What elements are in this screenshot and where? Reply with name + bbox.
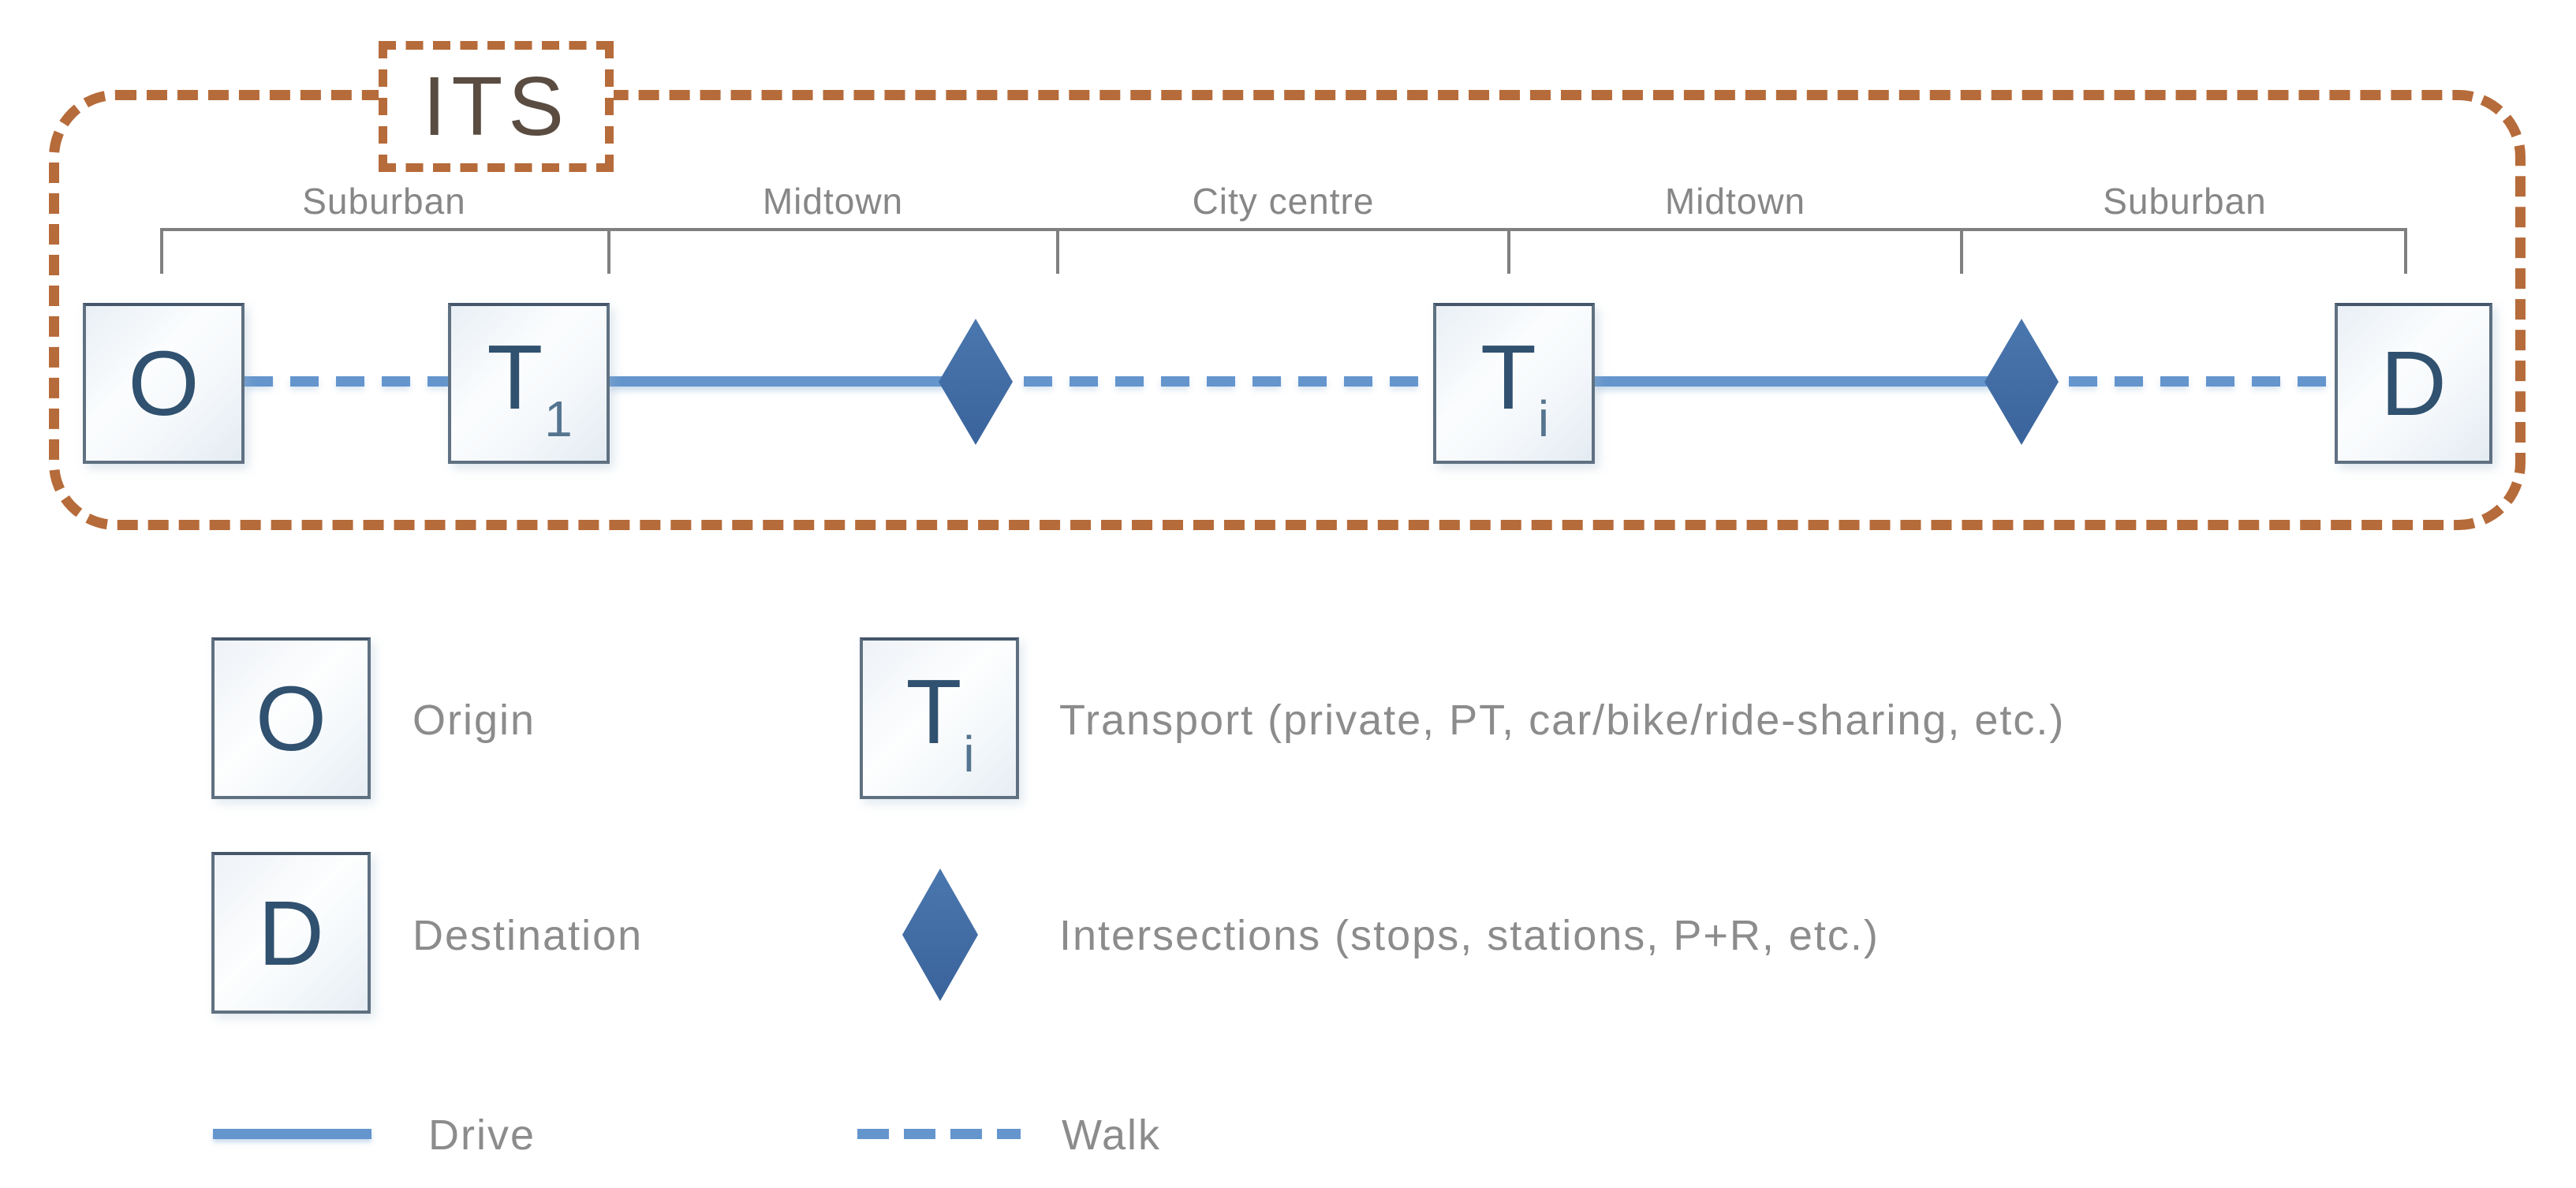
transport-node-ti: Ti [1433, 303, 1595, 464]
its-label-box: ITS [379, 41, 614, 172]
zone-tick [2404, 231, 2407, 274]
legend-diamond-icon [902, 869, 978, 1001]
legend-origin-symbol: O [211, 637, 371, 799]
zone-tick [607, 231, 610, 274]
zone-tick [160, 231, 163, 274]
legend-drive-label: Drive [428, 1111, 536, 1159]
legend-transport-symbol: Ti [860, 637, 1019, 799]
zone-tick [1507, 231, 1510, 274]
destination-letter: D [2380, 332, 2447, 435]
legend-walk-label: Walk [1062, 1111, 1161, 1159]
legend-dashed-line-icon [857, 1129, 1021, 1139]
zone-label-midtown-right: Midtown [1664, 181, 1806, 222]
legend-origin-label: Origin [413, 697, 536, 744]
transport-node-t1: T1 [448, 303, 610, 464]
t1-letter: T1 [487, 325, 573, 448]
zone-label-suburban-left: Suburban [302, 181, 466, 222]
legend-origin-letter: O [255, 667, 327, 770]
zone-label-midtown-left: Midtown [762, 181, 904, 222]
walk-segment [978, 376, 1433, 387]
legend-destination-letter: D [258, 881, 324, 984]
origin-letter: O [128, 332, 200, 435]
destination-node: D [2335, 303, 2492, 464]
its-label: ITS [423, 59, 569, 153]
zone-tick [1056, 231, 1059, 274]
ti-letter: Ti [1480, 325, 1550, 448]
walk-segment [245, 376, 448, 387]
legend-transport-label: Transport (private, PT, car/bike/ride-sh… [1059, 697, 2066, 744]
zone-bracket [160, 228, 2407, 277]
zone-tick [1960, 231, 1963, 274]
legend-intersections-label: Intersections (stops, stations, P+R, etc… [1059, 912, 1880, 959]
legend-transport-letter: Ti [905, 660, 975, 783]
zone-label-suburban-right: Suburban [2103, 181, 2267, 222]
drive-segment [610, 376, 978, 387]
drive-segment [1595, 376, 2023, 387]
legend-solid-line-icon [213, 1129, 371, 1139]
legend-destination-symbol: D [211, 852, 371, 1014]
zone-label-city-centre: City centre [1192, 181, 1375, 222]
its-boundary-frame [49, 90, 2526, 530]
walk-segment [2023, 376, 2335, 387]
legend-destination-label: Destination [413, 912, 644, 959]
origin-node: O [83, 303, 245, 464]
